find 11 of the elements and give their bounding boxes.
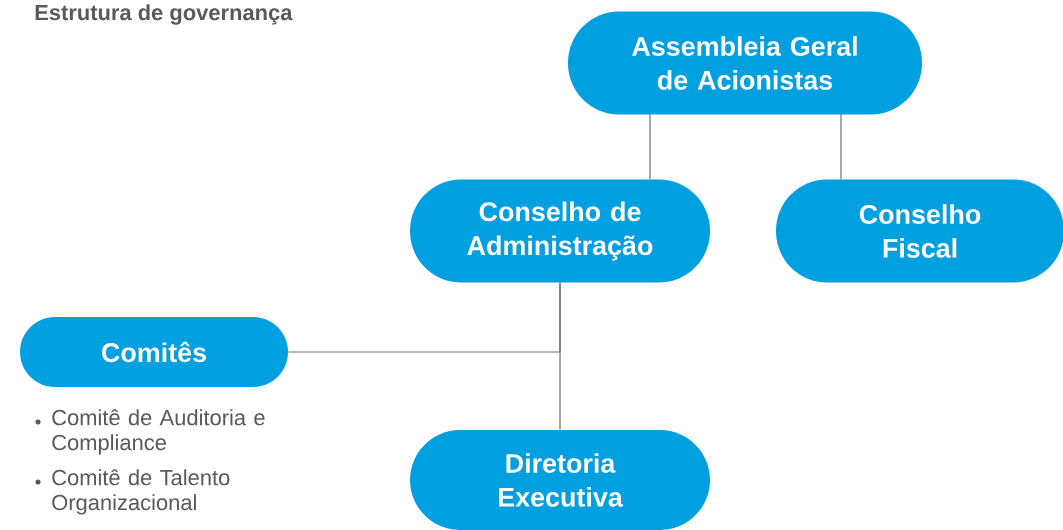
- rounded-box: Diretoria Executiva: [410, 430, 710, 530]
- connector-line: [649, 113, 651, 180]
- list-item: Comitê de Talento Organizacional: [52, 469, 230, 515]
- rounded-box: Assembleia Geral de Acionistas: [568, 11, 922, 115]
- connector-line: [840, 113, 842, 180]
- rounded-box: Conselho de Administração: [410, 179, 710, 283]
- title: Estrutura de governança: [35, 4, 293, 25]
- rounded-box: Conselho Fiscal: [776, 179, 1063, 283]
- list-item: Comitê de Auditoria e Compliance: [52, 409, 265, 455]
- rounded-box: Comitês: [20, 317, 288, 387]
- connector-line: [559, 282, 561, 431]
